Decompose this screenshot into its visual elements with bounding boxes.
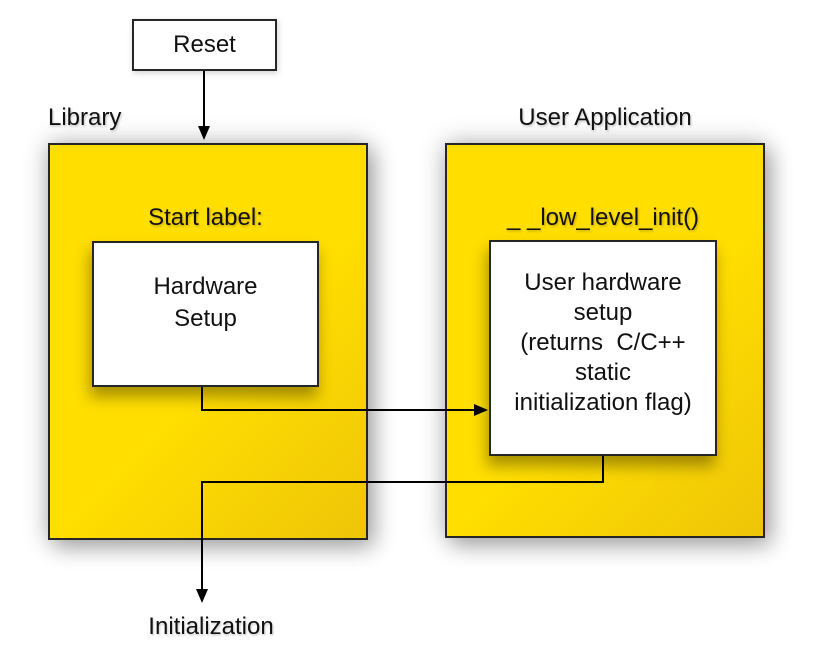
reset-arrowhead-down-icon [198,126,210,140]
user-hardware-text-line: initialization flag) [514,389,692,416]
user-hardware-text-line: static [574,359,631,386]
hardware-setup-text-line: Setup [174,305,237,332]
low-level-init-label: _ _low_level_init() [506,204,700,231]
user-hardware-text-line: (returns C/C++ [520,329,686,356]
user-hardware-text-line: User hardware [524,269,682,296]
reset-node: Reset [132,19,277,71]
user-hardware-text-line: setup [573,299,633,326]
connector-user-to-init-vertical-1 [602,456,604,483]
reset-arrow-shaft [203,71,205,127]
hardware-setup-text-line: Hardware [153,273,258,300]
user-application-title: User Application [518,104,692,131]
connector-user-to-init-vertical-2 [201,481,203,591]
initialization-label: Initialization [148,613,274,640]
start-label: Start label: [148,204,263,231]
reset-node-label: Reset [173,31,236,58]
hardware-setup-node: Hardware Setup [92,241,319,387]
library-title: Library [48,104,122,131]
connector-user-to-init-horizontal [201,481,604,483]
user-hardware-setup-node: User hardware setup (returns C/C++ stati… [489,240,717,456]
connector-arrowhead-down-icon [196,589,208,603]
connector-hardware-to-user-vertical [201,387,203,411]
connector-arrowhead-right-icon [474,404,488,416]
connector-hardware-to-user-horizontal [201,409,474,411]
